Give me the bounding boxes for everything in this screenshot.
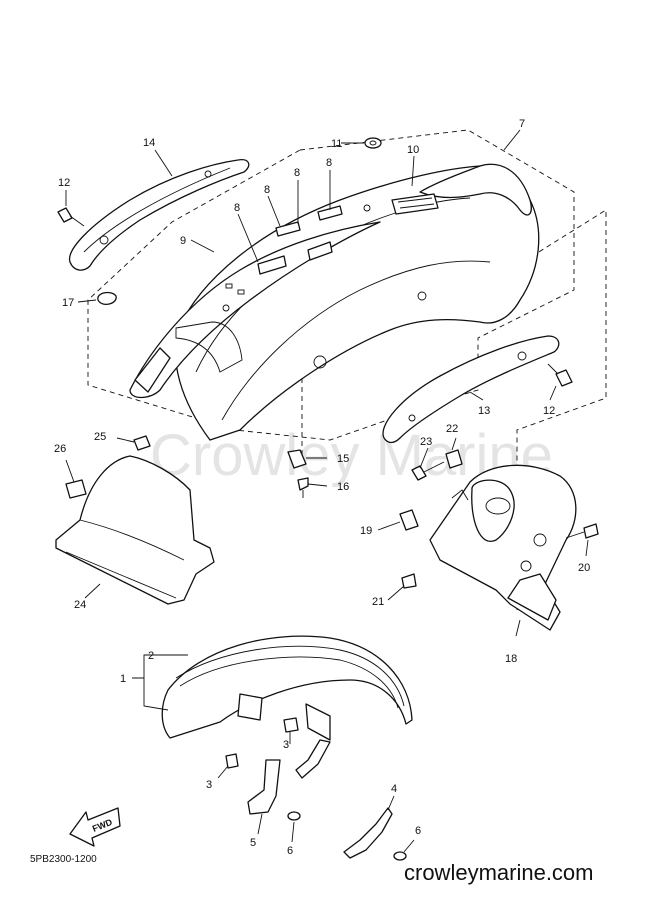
callout-9: 9 [180,235,186,247]
callout-26: 26 [54,443,66,455]
callout-1: 1 [120,673,126,685]
fender-hole [363,204,371,212]
callout-2: 2 [148,650,154,662]
callout-8c: 8 [264,184,270,196]
callout-8a: 8 [326,157,332,169]
diagram-code: 5PB2300-1200 [30,854,97,865]
callout-20: 20 [578,562,590,574]
clip [287,449,307,469]
callout-14: 14 [143,137,155,149]
taillight-assembly [429,464,577,631]
fender-slot [237,289,245,295]
fender-side-panel [129,221,381,399]
callout-22: 22 [446,423,458,435]
fender-hole [313,355,327,369]
bolt-right [547,363,573,387]
callout-23: 23 [420,436,432,448]
washer [364,137,382,149]
website-url[interactable]: crowleymarine.com [404,860,594,885]
grab-rail-right [382,335,560,444]
nut-6b [393,851,407,861]
callout-17: 17 [62,297,74,309]
taillight-outline [477,209,607,610]
bracket-5 [247,759,281,815]
callout-16: 16 [337,481,349,493]
callout-21: 21 [372,596,384,608]
rear-fender [174,163,540,441]
grab-rail-left [68,159,250,271]
callout-8b: 8 [294,167,300,179]
grommet [97,291,117,306]
washer-hole [369,140,377,146]
callout-11: 11 [331,138,342,150]
callout-18: 18 [505,653,517,665]
nut-6a [287,811,301,821]
callout-12b: 12 [543,405,555,417]
callout-15: 15 [337,453,349,465]
bracket-19 [399,509,419,531]
fender-slot [225,283,233,289]
front-fender [161,635,413,741]
pads [257,205,343,275]
callout-10: 10 [407,144,419,156]
callout-6b: 6 [415,825,421,837]
callout-7: 7 [519,118,525,130]
bolt-left [57,207,85,227]
callout-24: 24 [74,599,86,611]
callout-12a: 12 [58,177,70,189]
callout-3a: 3 [206,779,212,791]
fwd-arrow: FWD [69,807,121,847]
callout-8d: 8 [234,202,240,214]
bolt-21 [401,573,417,589]
bolt-3b [283,717,299,733]
stay [295,739,331,779]
emblem-lines [397,197,435,209]
bolt-3a [225,753,239,769]
callout-4: 4 [391,783,397,795]
fender-hole [417,291,427,301]
callout-labels: 1 2 3 3 4 5 6 6 7 8 8 8 8 9 10 11 12 12 … [54,118,590,857]
callout-13: 13 [478,405,490,417]
callout-5: 5 [250,837,256,849]
assembly-outline [87,129,575,441]
screw-23 [411,465,427,481]
callout-19: 19 [360,525,372,537]
fender-hole [222,304,230,312]
screw-23-shank [423,461,445,473]
callout-3b: 3 [283,739,289,751]
screw [297,477,309,491]
bracket-4 [343,807,393,859]
bolt-20-shank [565,531,585,539]
clamp-22 [445,449,463,469]
callout-6a: 6 [287,845,293,857]
bolt-20 [583,523,599,539]
leader-lines [65,129,589,853]
mud-guard [55,435,215,605]
callout-25: 25 [94,431,106,443]
